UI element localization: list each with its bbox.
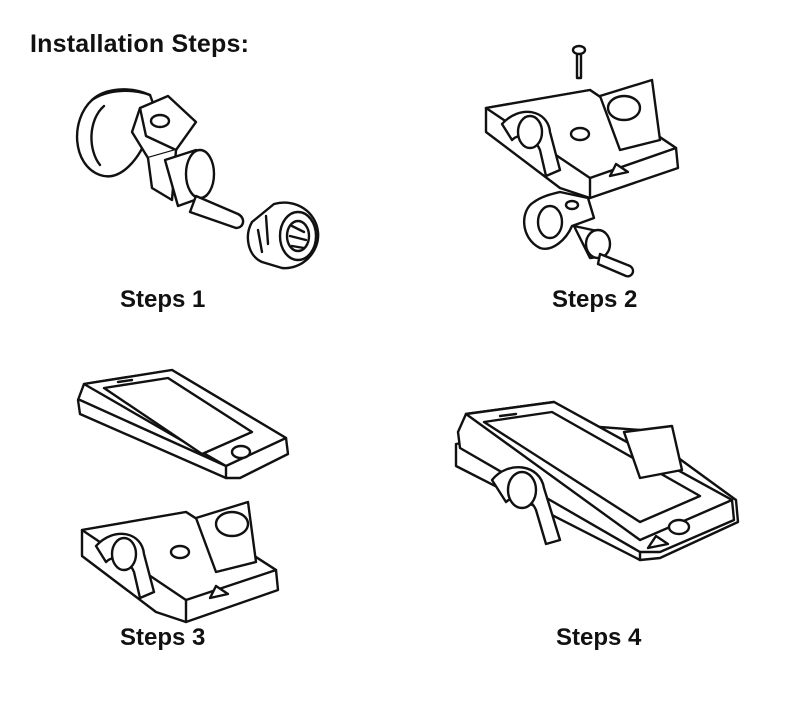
step3-cradle-illustration [80,500,280,624]
step2-cradle-illustration [484,78,680,200]
step2-clamp-illustration [522,190,635,278]
step-label-2: Steps 2 [552,286,638,313]
step4-assembled-illustration [454,400,740,562]
step1-nut-illustration [246,201,320,270]
page-title: Installation Steps: [30,30,250,58]
step3-phone-illustration [76,368,290,480]
step2-screw-illustration [571,44,587,80]
step-label-1: Steps 1 [120,286,206,313]
step-label-4: Steps 4 [556,624,642,651]
step-label-3: Steps 3 [120,624,206,651]
step1-clamp-illustration [75,88,245,230]
